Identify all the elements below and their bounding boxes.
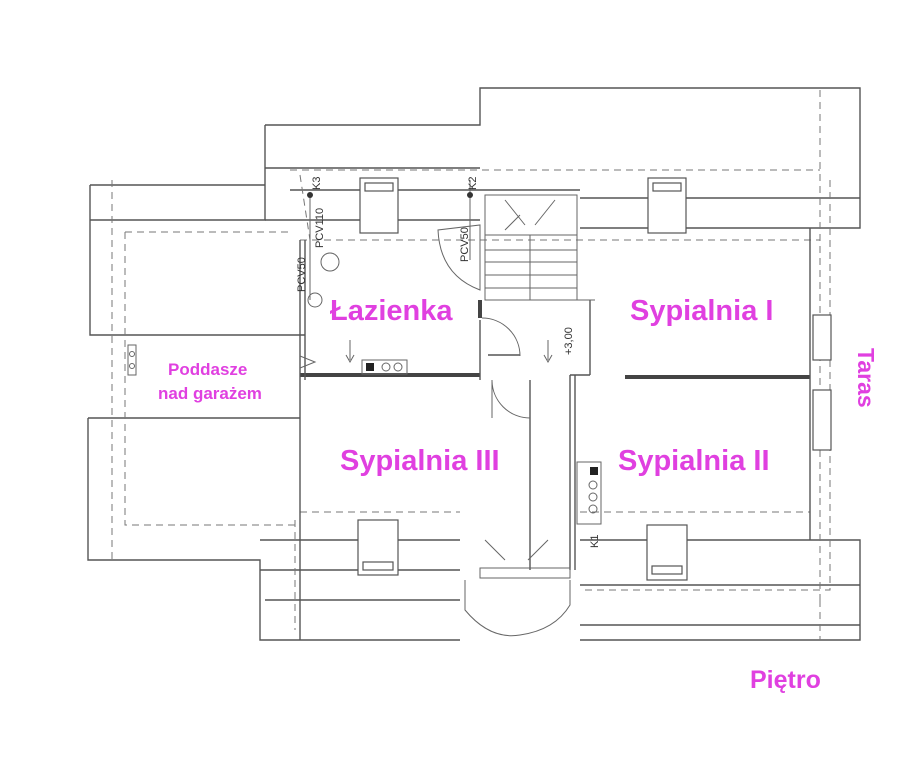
room-labels: Łazienka Sypialnia I Sypialnia III Sypia…: [158, 295, 879, 694]
room-sypialnia-3: Sypialnia III: [340, 445, 500, 477]
technical-labels: K3 PCV110 PCV50 K2 PCV50 +3,00 K1: [296, 177, 601, 548]
staircase: [484, 194, 595, 301]
doors: [437, 224, 571, 637]
room-poddasze-line2: nad garażem: [158, 384, 262, 403]
label-taras: Taras: [853, 348, 879, 408]
room-sypialnia-2: Sypialnia II: [618, 445, 770, 477]
roof-windows: [357, 177, 832, 581]
room-sypialnia-1: Sypialnia I: [630, 295, 773, 327]
label-level: +3,00: [563, 327, 575, 355]
room-lazienka: Łazienka: [330, 295, 453, 327]
ventilation-blocks: [127, 344, 602, 525]
label-k1: K1: [589, 535, 601, 548]
label-k3: K3: [311, 177, 323, 190]
label-pcv110: PCV110: [314, 208, 326, 248]
interior-walls: [299, 228, 811, 640]
label-pcv50-right: PCV50: [459, 227, 471, 262]
label-pcv50-left: PCV50: [296, 257, 308, 292]
label-k2: K2: [467, 177, 479, 190]
label-pietro: Piętro: [750, 666, 821, 694]
room-poddasze-line1: Poddasze: [168, 360, 247, 379]
bathroom-fixtures: [299, 180, 553, 369]
